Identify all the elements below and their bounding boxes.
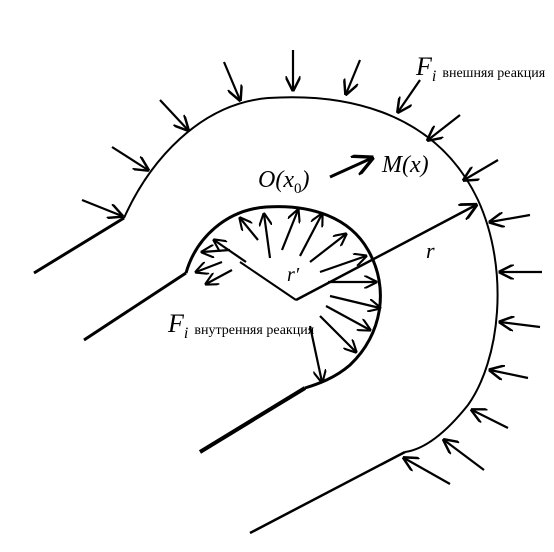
radius-r-arrow (295, 205, 476, 302)
inner-force-arrows (196, 210, 380, 382)
outer-force-arrow-10 (490, 215, 531, 222)
outer-boundary-curve (123, 96, 499, 453)
inner-force-arrow-12 (329, 294, 380, 308)
outer-force-arrow-16 (404, 458, 451, 485)
inner-force-arrow-5 (240, 218, 259, 241)
outer-force-arrow-1 (81, 198, 122, 216)
outer-force-arrow-13 (490, 370, 529, 378)
inner-boundary-curve (184, 205, 382, 390)
tail-line-4 (249, 450, 406, 535)
o-to-m-arrow (329, 158, 372, 179)
outer-force-arrow-2 (111, 146, 148, 170)
inner-force-arrow-7 (280, 210, 298, 251)
inner-force-arrow-14 (319, 315, 356, 352)
tail-lines (33, 216, 406, 535)
inner-force-arrow-4 (214, 240, 247, 263)
inner-force-arrow-15 (308, 325, 322, 382)
outer-force-arrow-6 (346, 59, 362, 94)
inner-force-arrow-13 (325, 305, 370, 330)
tail-line-2 (83, 271, 187, 342)
outer-force-arrow-7 (398, 79, 421, 112)
inner-force-arrow-10 (319, 256, 366, 274)
inner-force-arrow-6 (264, 214, 270, 259)
inner-force-arrow-9 (309, 234, 346, 263)
point-o-label: O(x0) (258, 167, 309, 197)
inner-force-arrow-2 (196, 260, 223, 272)
outer-force-arrow-8 (428, 114, 461, 140)
outer-force-arrows (81, 50, 542, 485)
outer-force-arrow-14 (472, 410, 509, 429)
outer-force-arrow-9 (464, 159, 499, 180)
outer-force-arrow-4 (222, 61, 240, 100)
inner-force-arrow-8 (299, 214, 322, 257)
tail-line-1 (33, 216, 125, 275)
outer-force-arrow-15 (444, 440, 485, 471)
inner-force-arrow-3 (206, 269, 233, 284)
outer-force-arrow-3 (159, 99, 188, 130)
radius-r-label: r (426, 238, 435, 263)
inner-force-arrow-1 (202, 250, 231, 252)
outer-force-arrow-12 (500, 322, 541, 327)
point-m-label: M(x) (381, 152, 429, 178)
radius-r-prime-label: r′ (287, 264, 300, 286)
tail-line-3 (198, 386, 307, 454)
radius-r-prime-line (239, 261, 297, 301)
